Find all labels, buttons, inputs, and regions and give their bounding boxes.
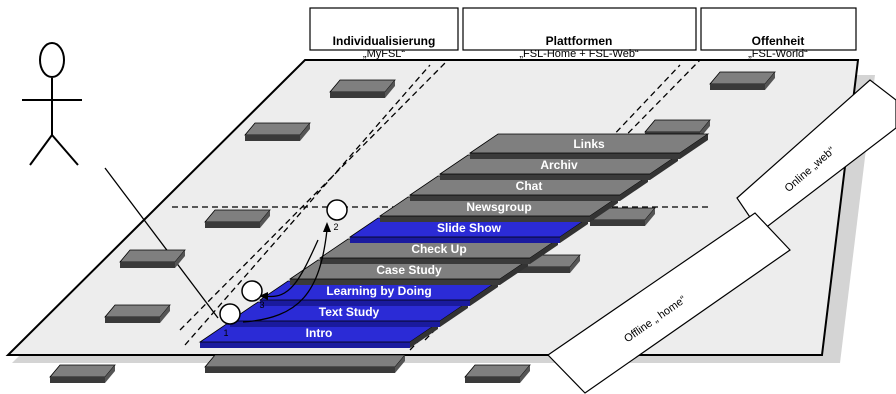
user-pointer-line: [104, 167, 219, 319]
step-number: 1: [223, 328, 228, 338]
header-offenheit: Offenheit „FSL-World“: [700, 7, 857, 60]
module-intro: Intro: [198, 322, 440, 348]
header-individualisierung: Individualisierung „MyFSL“: [309, 7, 459, 60]
header-plattformen: Plattformen „FSL-Home + FSL-Web“: [462, 7, 697, 60]
module-stack: Intro Text Study Learning by Doing Case Stu…: [198, 133, 710, 348]
step-marker: [219, 303, 241, 325]
arrow-head-icon: [323, 222, 331, 232]
platform-tile: [119, 249, 186, 268]
module-label: Links: [573, 137, 605, 151]
platform-tile: [104, 304, 171, 323]
header-subtitle: „FSL-World“: [748, 48, 808, 60]
module-case-study: Case Study: [288, 259, 530, 285]
module-archiv: Archiv: [438, 154, 680, 180]
module-label: Check Up: [411, 242, 466, 256]
module-label: Case Study: [376, 263, 442, 277]
column-divider-left-a: [184, 64, 431, 346]
platform-tile: [329, 79, 396, 98]
platform-tile: [204, 209, 271, 228]
step-marker: [326, 199, 348, 221]
platform-tile: [49, 364, 116, 383]
module-learning-by-doing: Learning by Doing: [258, 280, 500, 306]
module-label: Text Study: [319, 305, 380, 319]
header-title: Offenheit: [752, 34, 805, 48]
module-label: Learning by Doing: [326, 284, 431, 298]
module-slide-show: Slide Show: [348, 217, 590, 243]
platform-tile: [709, 71, 776, 90]
step-marker: [241, 280, 263, 302]
module-label: Newsgroup: [466, 200, 531, 214]
header-subtitle: „MyFSL“: [363, 48, 406, 60]
module-check-up: Check Up: [318, 238, 560, 264]
module-chat: Chat: [408, 175, 650, 201]
module-label: Slide Show: [437, 221, 502, 235]
platform-tile: [464, 364, 531, 383]
step-number: 2: [333, 222, 338, 232]
side-label-offline: Offline „ home“: [547, 212, 791, 394]
header-title: Individualisierung: [333, 34, 436, 48]
module-label: Intro: [306, 326, 333, 340]
stick-figure-icon: [22, 42, 82, 166]
step-number: 3: [259, 300, 264, 310]
header-subtitle: „FSL-Home + FSL-Web“: [519, 48, 639, 60]
flow-arrow: [242, 229, 328, 323]
learning-path: 1 2 3: [219, 199, 348, 338]
module-label: Archiv: [540, 158, 578, 172]
arrow-head-icon: [259, 292, 268, 300]
module-text-study: Text Study: [228, 301, 470, 327]
platform-tile: [204, 354, 406, 373]
platform-tile: [244, 122, 311, 141]
module-label: Chat: [516, 179, 543, 193]
module-links: Links: [468, 133, 710, 159]
header-title: Plattformen: [546, 34, 613, 48]
flow-arrow: [264, 239, 319, 298]
column-divider-left-b: [179, 59, 449, 331]
platform-tiles: [49, 71, 776, 383]
platform-tile: [589, 207, 656, 226]
